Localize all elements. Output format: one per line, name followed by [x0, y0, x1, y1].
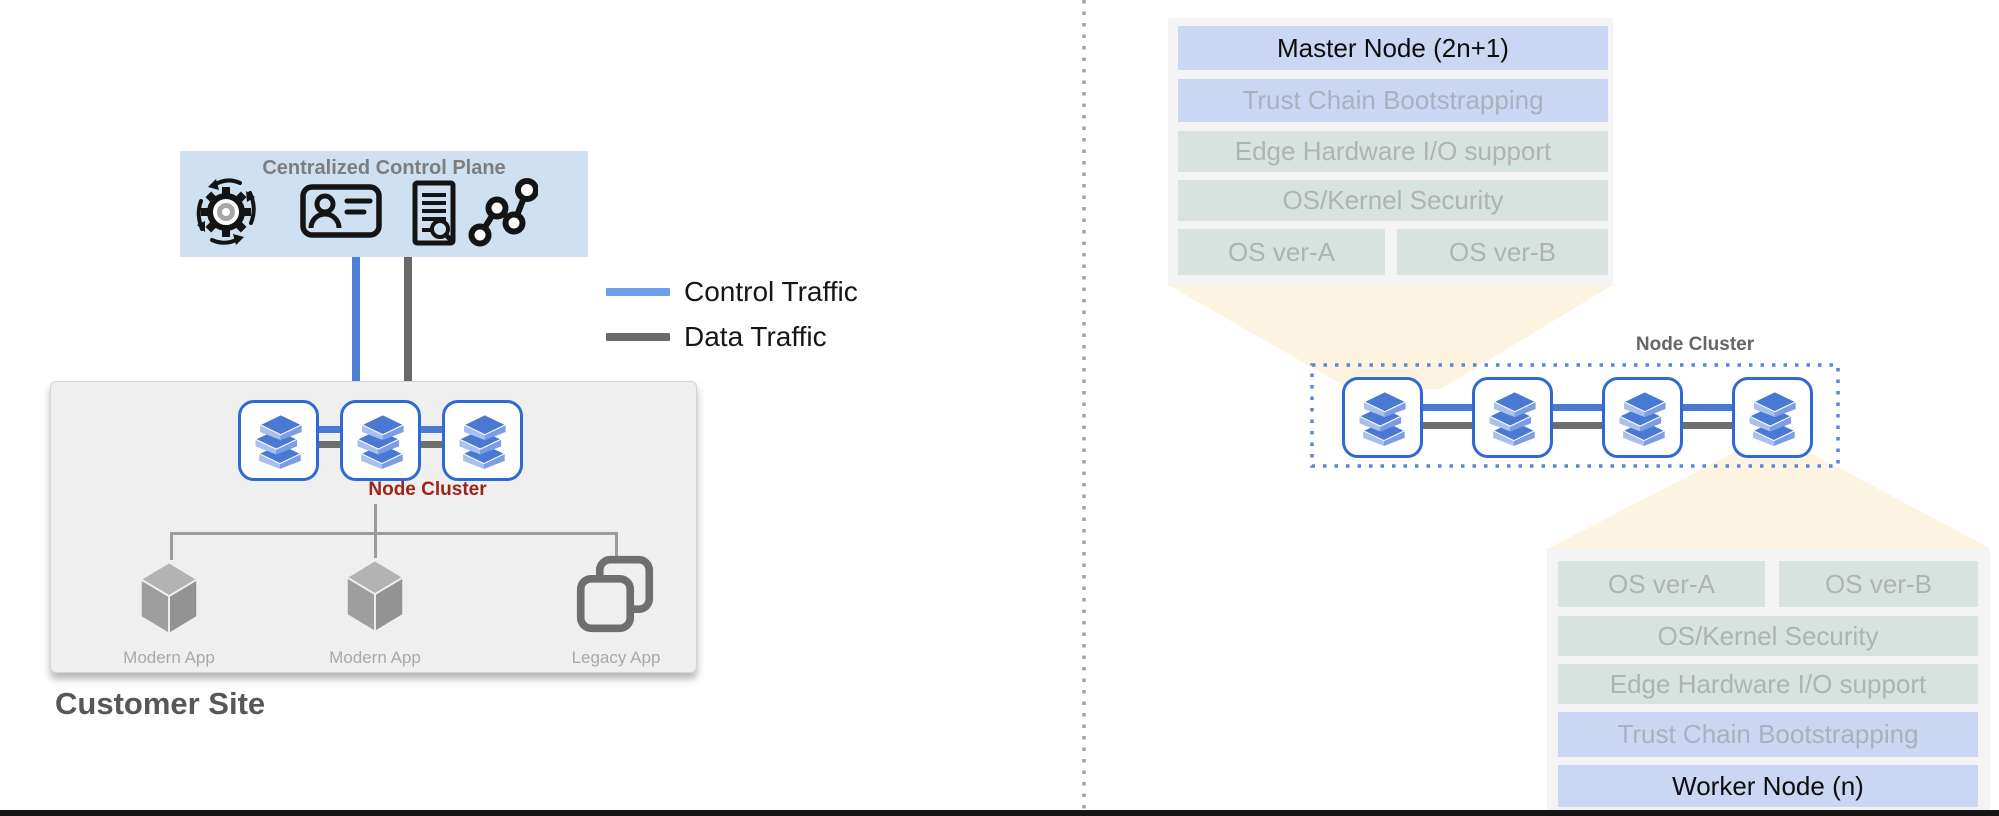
node-stack-icon: [353, 411, 409, 471]
legend-control-label: Control Traffic: [684, 276, 858, 307]
overlapping-squares-icon: [575, 554, 655, 634]
app-label: Legacy App: [571, 648, 661, 667]
telemetry-graph-icon: [468, 178, 538, 247]
cube-icon: [138, 560, 200, 638]
node-stack-icon: [251, 411, 307, 471]
cluster-node: [340, 400, 421, 481]
control-plane-box: Centralized Control Plane: [180, 151, 588, 257]
master-node-panel: Master Node (2n+1) Trust Chain Bootstrap…: [1168, 18, 1613, 286]
identity-badge-icon: [300, 184, 382, 238]
right-cluster-link-blue: [1413, 404, 1477, 411]
audit-document-icon: [412, 180, 456, 246]
left-node-cluster-label: Node Cluster: [368, 479, 487, 500]
tree-stem-line: [374, 504, 377, 532]
master-layer-row: Trust Chain Bootstrapping: [1178, 79, 1608, 122]
master-layer-row: OS/Kernel Security: [1178, 180, 1608, 221]
worker-layer-row: Trust Chain Bootstrapping: [1558, 712, 1978, 757]
left-cluster-link-blue: [410, 426, 450, 433]
master-funnel-shape: [1170, 286, 1611, 389]
node-stack-icon: [1355, 388, 1411, 448]
app-label: Modern App: [123, 648, 215, 667]
worker-node-panel: OS ver-A OS ver-B OS/Kernel Security Edg…: [1547, 548, 1990, 816]
master-os-cell: OS ver-A: [1178, 229, 1385, 275]
master-layer-row: Edge Hardware I/O support: [1178, 131, 1608, 172]
cube-icon: [344, 558, 406, 636]
master-node-title-row: Master Node (2n+1): [1178, 26, 1608, 70]
traffic-legend: Control Traffic Data Traffic: [606, 276, 926, 356]
left-cluster-link-gray: [308, 441, 348, 448]
tree-branch-line: [170, 532, 173, 560]
worker-os-cell: OS ver-B: [1779, 561, 1978, 607]
legend-data-traffic: Data Traffic: [606, 321, 827, 353]
tree-horizontal-line: [170, 532, 618, 535]
cluster-node: [1472, 377, 1553, 458]
right-cluster-link-blue: [1543, 404, 1607, 411]
worker-node-title-row: Worker Node (n): [1558, 765, 1978, 807]
node-stack-icon: [1745, 388, 1801, 448]
worker-layer-row: Edge Hardware I/O support: [1558, 664, 1978, 704]
tree-branch-line: [374, 532, 377, 558]
master-os-cell: OS ver-B: [1397, 229, 1608, 275]
data-traffic-swatch: [606, 333, 670, 341]
cluster-node: [238, 400, 319, 481]
node-stack-icon: [1485, 388, 1541, 448]
automation-cycle-icon: [196, 178, 256, 245]
left-cluster-link-blue: [308, 426, 348, 433]
worker-funnel-shape: [1549, 452, 1990, 548]
data-traffic-line: [404, 257, 412, 381]
left-cluster-link-gray: [410, 441, 450, 448]
bottom-rule: [0, 810, 1999, 816]
tree-branch-line: [615, 532, 618, 556]
control-traffic-swatch: [606, 288, 670, 296]
cluster-node: [1732, 377, 1813, 458]
right-cluster-link-gray: [1543, 422, 1607, 429]
legend-data-label: Data Traffic: [684, 321, 827, 352]
worker-os-cell: OS ver-A: [1558, 561, 1765, 607]
worker-layer-row: OS/Kernel Security: [1558, 616, 1978, 656]
right-node-cluster-label: Node Cluster: [1635, 334, 1755, 355]
right-cluster-dotted-border: [1310, 363, 1840, 468]
control-plane-title: Centralized Control Plane: [262, 157, 506, 179]
legend-control-traffic: Control Traffic: [606, 276, 858, 308]
customer-site-title: Customer Site: [55, 686, 266, 721]
right-cluster-link-gray: [1413, 422, 1477, 429]
app-label: Modern App: [329, 648, 421, 667]
cluster-node: [1342, 377, 1423, 458]
control-traffic-line: [352, 257, 360, 381]
right-cluster-link-blue: [1673, 404, 1737, 411]
node-stack-icon: [455, 411, 511, 471]
node-stack-icon: [1615, 388, 1671, 448]
cluster-node: [1602, 377, 1683, 458]
right-cluster-link-gray: [1673, 422, 1737, 429]
cluster-node: [442, 400, 523, 481]
